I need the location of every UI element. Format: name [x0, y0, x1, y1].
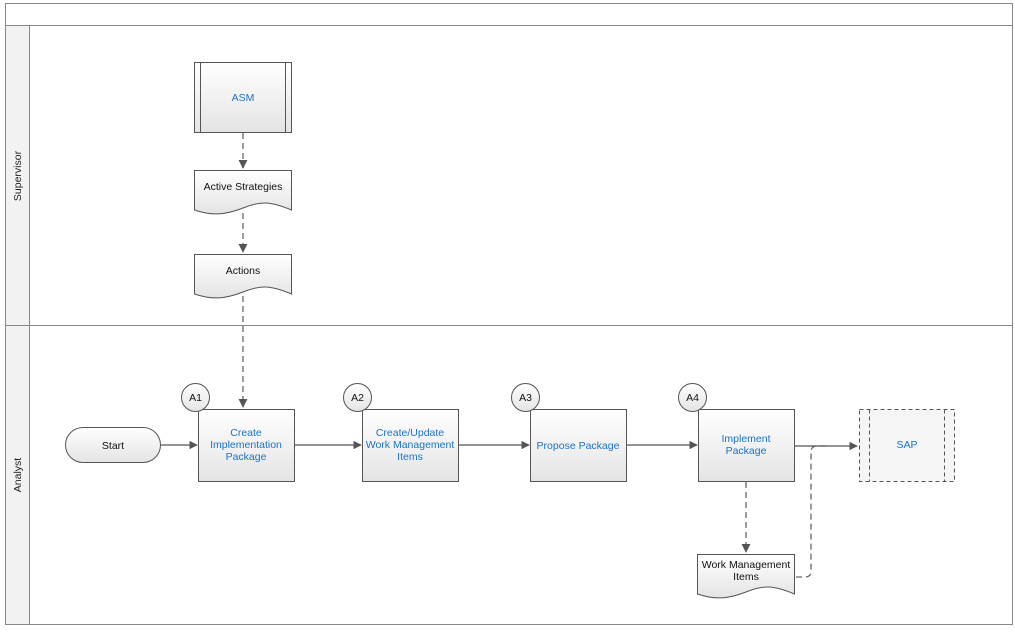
node-a1[interactable]: Create Implementation Package A1	[181, 383, 295, 482]
a2-label-line2[interactable]: Work Management	[366, 439, 455, 451]
a2-badge-circle	[343, 383, 372, 412]
node-sap[interactable]: SAP	[859, 409, 955, 482]
sap-label[interactable]: SAP	[896, 439, 917, 451]
work-items-label-line1: Work Management	[702, 559, 791, 571]
node-a2[interactable]: Create/Update Work Management Items A2	[343, 383, 459, 482]
a4-badge: A4	[686, 392, 699, 404]
node-active-strategies: Active Strategies	[194, 170, 292, 215]
start-label: Start	[102, 440, 124, 452]
node-start: Start	[65, 427, 161, 463]
a1-badge-circle	[181, 383, 210, 412]
pool-frame	[5, 3, 1013, 625]
a4-label-line1[interactable]: Implement	[721, 433, 770, 445]
node-a3[interactable]: Propose Package A3	[511, 383, 627, 482]
lane-analyst: Analyst	[5, 325, 1013, 625]
a1-badge: A1	[189, 392, 202, 404]
a1-label-line1[interactable]: Create	[230, 427, 262, 439]
node-work-management-items: Work Management Items	[697, 554, 795, 599]
node-actions: Actions	[194, 254, 292, 299]
node-a4[interactable]: Implement Package A4	[678, 383, 795, 482]
a2-label-line1[interactable]: Create/Update	[376, 427, 444, 439]
a1-label-line3[interactable]: Package	[226, 451, 267, 463]
a2-badge: A2	[351, 392, 364, 404]
a4-badge-circle	[678, 383, 707, 412]
a2-label-line3[interactable]: Items	[397, 451, 423, 463]
lane-label-analyst: Analyst	[12, 458, 24, 493]
actions-label: Actions	[226, 265, 260, 277]
lane-label-supervisor: Supervisor	[12, 150, 24, 201]
asm-label[interactable]: ASM	[232, 92, 255, 104]
a3-label-line1[interactable]: Propose Package	[537, 440, 620, 452]
a1-label-line2[interactable]: Implementation	[210, 439, 282, 451]
active-strategies-label: Active Strategies	[204, 181, 283, 193]
a3-badge: A3	[519, 392, 532, 404]
a3-badge-circle	[511, 383, 540, 412]
node-asm[interactable]: ASM	[194, 62, 292, 133]
work-items-label-line2: Items	[733, 571, 759, 583]
a4-label-line2[interactable]: Package	[726, 445, 767, 457]
